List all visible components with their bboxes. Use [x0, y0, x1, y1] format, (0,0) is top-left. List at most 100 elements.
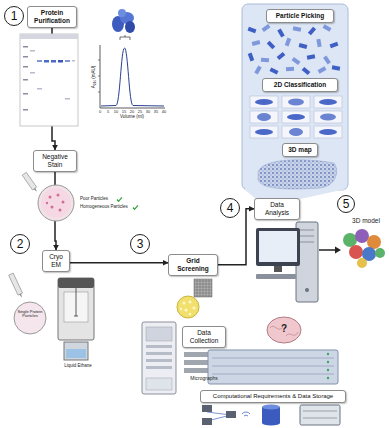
computer	[256, 222, 318, 302]
step-box: Grid Screening	[168, 254, 218, 276]
pipette	[9, 273, 23, 295]
chromatogram	[98, 45, 165, 108]
gel-image	[65, 60, 70, 62]
server-rack	[327, 361, 329, 363]
pipette	[22, 172, 36, 190]
tick-label: 0	[99, 110, 101, 114]
stain-dish	[59, 209, 62, 212]
network-icon	[202, 405, 250, 425]
tick-label: 25	[138, 110, 142, 114]
analysis-panel	[242, 4, 348, 190]
particle-field	[307, 54, 316, 59]
gel-image	[44, 60, 49, 63]
class-averages	[288, 99, 304, 106]
pipette	[34, 188, 38, 192]
network-icon	[242, 412, 250, 416]
pipette	[9, 273, 23, 298]
stain-dish	[51, 206, 54, 209]
class-averages	[319, 129, 337, 135]
class-averages	[250, 96, 342, 138]
pipette	[22, 172, 37, 192]
particle-field	[285, 38, 291, 47]
microscope	[146, 366, 172, 369]
class-averages	[250, 126, 278, 138]
step-number: 1	[4, 6, 24, 26]
plunge-freezer	[74, 288, 78, 316]
tick-label: 5	[107, 110, 109, 114]
sample-dish	[14, 302, 46, 334]
node-text: Data Analysis	[258, 201, 296, 217]
server-rack	[212, 358, 334, 374]
gel-image	[51, 60, 56, 63]
class-averages	[282, 126, 310, 138]
plunge-freezer	[58, 278, 94, 340]
network-icon	[202, 405, 212, 412]
flow-arrow	[70, 262, 168, 264]
tick-label: 10	[114, 110, 118, 114]
protein-model	[343, 233, 357, 247]
tick-label: 20	[130, 110, 134, 114]
computer	[300, 230, 314, 242]
grid-square	[189, 301, 192, 304]
node-text: Protein Purification	[31, 9, 73, 25]
node-text: Computational Requirements & Data Storag…	[204, 393, 342, 400]
gel-image	[65, 98, 70, 100]
chromatogram	[100, 45, 165, 108]
part-label: 3D model	[352, 217, 380, 224]
connector-group	[52, 28, 254, 265]
particle-field	[248, 53, 254, 62]
node-text: 5	[343, 198, 350, 210]
database-icon	[262, 405, 280, 426]
node-text: Grid Screening	[172, 257, 214, 273]
protein-model	[357, 258, 367, 268]
server-rack	[327, 369, 329, 371]
grid-square	[177, 296, 199, 318]
grid-square	[185, 309, 188, 312]
brain-icon	[267, 317, 301, 343]
node-text: 2	[17, 238, 24, 250]
plunge-freezer	[58, 278, 94, 288]
server-icon	[300, 405, 340, 425]
tick-label: 35	[154, 110, 158, 114]
node-text: Cryo EM	[46, 253, 66, 269]
step-box: Negative Stain	[33, 150, 77, 172]
particle-field	[252, 40, 261, 46]
step-number: 5	[337, 195, 355, 213]
grid-square	[183, 302, 186, 305]
sample-dish	[14, 302, 46, 334]
particle-field	[277, 29, 284, 38]
protein-model	[367, 235, 381, 249]
node-text: Particle Picking	[270, 12, 330, 20]
gel-image	[72, 60, 75, 62]
axis-title: A₂₈₀ (mAU)	[92, 66, 97, 89]
class-averages	[314, 126, 342, 138]
stain-dish	[41, 188, 71, 218]
particle-field	[248, 27, 257, 33]
computer	[274, 266, 282, 272]
particle-field	[299, 43, 308, 49]
computer	[256, 228, 300, 266]
microscope	[142, 322, 176, 394]
part-label: Micrographs	[190, 376, 218, 382]
result-note: Homogeneous Particles	[80, 205, 128, 210]
protein-icon	[118, 9, 126, 17]
particle-field	[302, 67, 311, 75]
step-box: Data Analysis	[254, 198, 300, 220]
gel-image	[58, 60, 63, 63]
computer	[259, 231, 297, 262]
gel-image	[37, 88, 42, 90]
class-averages	[287, 114, 305, 120]
particle-field	[330, 42, 339, 48]
stain-dish	[49, 196, 52, 199]
stage-box: Particle Picking	[266, 9, 334, 23]
microscope	[142, 322, 176, 394]
server-icon	[303, 411, 337, 418]
protein-icon	[125, 21, 135, 33]
grid-square	[177, 296, 199, 318]
gel-image	[20, 34, 78, 126]
tick-label: 30	[146, 110, 150, 114]
grid-icon	[194, 279, 212, 297]
class-averages	[255, 129, 273, 135]
computer	[305, 288, 309, 292]
